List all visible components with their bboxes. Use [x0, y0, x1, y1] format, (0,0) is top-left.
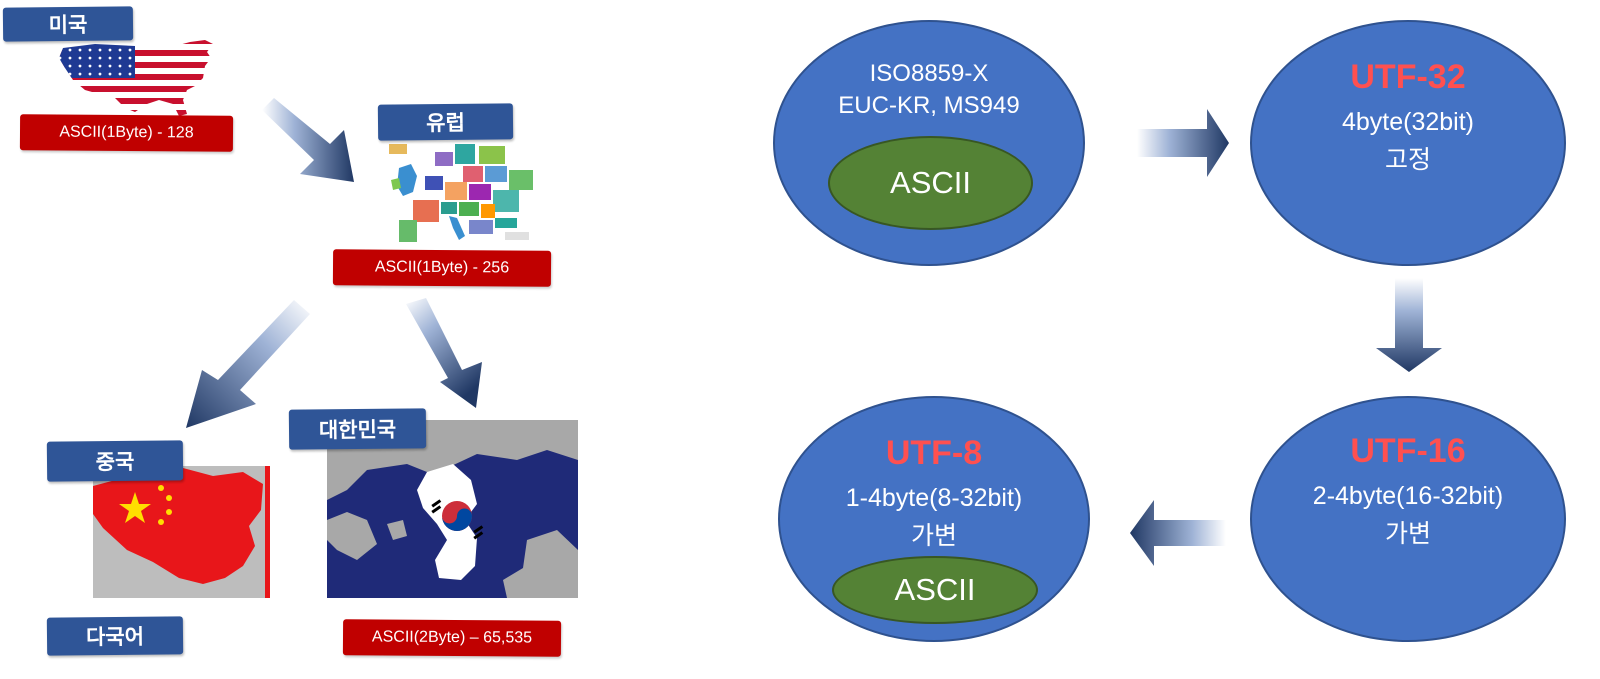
arrow-icon — [1376, 278, 1442, 372]
utf16-name: UTF-16 — [1350, 432, 1466, 470]
utf8-ellipse: UTF-8 1-4byte(8-32bit) 가변 ASCII — [778, 396, 1090, 642]
utf32-size: 4byte(32bit) — [1341, 108, 1475, 136]
legacy-line2: EUC-KR, MS949 — [838, 92, 1020, 119]
legacy-line1: ISO8859-X — [869, 60, 989, 87]
arrow-icon — [1137, 109, 1229, 177]
arrow-icon — [262, 98, 354, 182]
europe-map-icon — [385, 140, 537, 248]
utf32-type: 고정 — [1384, 146, 1431, 174]
arrow-icon — [406, 298, 482, 408]
europe-ascii-label: ASCII(1Byte) - 256 — [332, 249, 552, 287]
legacy-encoding-ellipse: ISO8859-X EUC-KR, MS949 ASCII — [773, 20, 1085, 266]
utf8-name: UTF-8 — [885, 434, 983, 472]
usa-title: 미국 — [2, 6, 134, 42]
utf8-ascii-ellipse: ASCII — [832, 556, 1038, 624]
china-flag-map-icon — [93, 466, 270, 598]
multilingual-title: 다국어 — [46, 616, 184, 656]
china-title: 중국 — [46, 440, 184, 482]
usa-flag-map-icon — [59, 40, 213, 116]
utf8-type: 가변 — [910, 522, 957, 550]
utf32-name: UTF-32 — [1350, 58, 1466, 96]
arrow-icon — [186, 300, 310, 428]
usa-ascii-label: ASCII(1Byte) - 128 — [19, 114, 234, 152]
utf32-ellipse: UTF-32 4byte(32bit) 고정 — [1250, 20, 1566, 266]
utf16-type: 가변 — [1384, 520, 1431, 548]
utf16-ellipse: UTF-16 2-4byte(16-32bit) 가변 — [1250, 396, 1566, 642]
utf16-size: 2-4byte(16-32bit) — [1312, 482, 1504, 510]
legacy-ascii-ellipse: ASCII — [828, 136, 1033, 230]
korea-ascii-label: ASCII(2Byte) – 65,535 — [342, 619, 562, 657]
utf8-size: 1-4byte(8-32bit) — [845, 484, 1023, 512]
arrow-icon — [1130, 500, 1226, 566]
europe-title: 유럽 — [377, 103, 514, 141]
